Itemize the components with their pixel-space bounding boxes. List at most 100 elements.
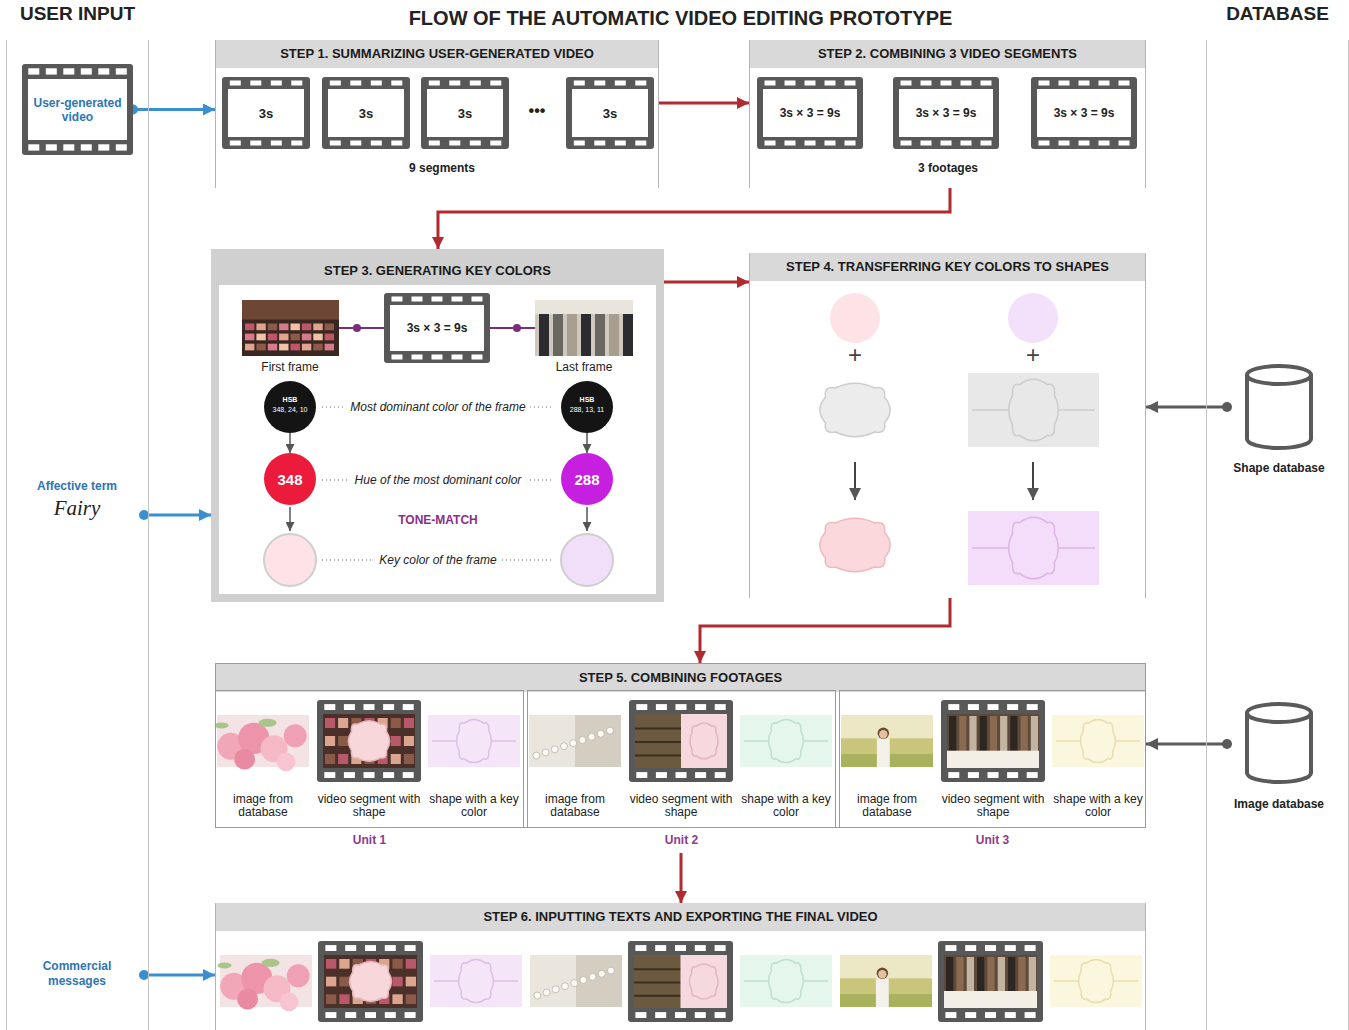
color-model: HSB xyxy=(264,396,316,404)
film-frame xyxy=(1039,141,1050,146)
film-frame xyxy=(449,81,460,86)
film-frame xyxy=(948,772,959,778)
video-segment xyxy=(392,959,402,969)
photo xyxy=(215,715,309,771)
photo xyxy=(533,752,540,759)
item-caption: image from database xyxy=(217,793,309,819)
photo xyxy=(595,314,605,356)
input-label: User-generated video xyxy=(26,96,129,124)
film-frame xyxy=(1031,77,1137,149)
photo xyxy=(279,334,288,341)
film-frame xyxy=(715,772,726,778)
video-segment xyxy=(938,941,1043,1022)
unit-label: Unit 1 xyxy=(216,833,523,847)
down-arrow xyxy=(290,507,587,531)
photo xyxy=(567,314,577,356)
photo xyxy=(553,314,563,356)
photo xyxy=(589,973,596,980)
frame-link xyxy=(513,324,521,332)
input-label: Affective term xyxy=(10,479,144,493)
film-frame xyxy=(1005,945,1016,951)
database-column: DATABASEShape databaseImage database xyxy=(1206,40,1349,1030)
frame-shape xyxy=(350,962,392,1002)
photo xyxy=(539,314,549,356)
item-caption: shape with a key color xyxy=(428,793,520,819)
film-frame xyxy=(28,68,39,74)
video-segment xyxy=(629,700,733,782)
item-caption: image from database xyxy=(841,793,933,819)
film-frame xyxy=(291,81,302,86)
video-segment xyxy=(1021,716,1028,752)
frame-shape xyxy=(690,723,718,759)
film-frame xyxy=(470,81,481,86)
video-segment xyxy=(338,736,348,746)
step-heading: STEP 3. GENERATING KEY COLORS xyxy=(219,257,656,285)
film-frame xyxy=(230,81,241,86)
shape-tile xyxy=(1052,715,1144,767)
film-frame xyxy=(988,704,999,710)
down-arrow xyxy=(855,462,1033,500)
flow-arrow xyxy=(1146,743,1227,746)
step-panel: STEP 6. INPUTTING TEXTS AND EXPORTING TH… xyxy=(215,903,1146,1030)
flow-arrow xyxy=(700,598,950,663)
duration-label: 3s xyxy=(226,106,306,121)
photo xyxy=(877,738,890,767)
photo xyxy=(242,300,339,320)
film-frame xyxy=(81,68,92,74)
film-frame xyxy=(947,714,1039,768)
video-segment: 3s xyxy=(566,77,654,149)
duration-label: 3s × 3 = 9s xyxy=(388,321,486,335)
video-segment xyxy=(392,977,402,987)
video-segment xyxy=(635,714,727,768)
key-color-circle xyxy=(264,534,613,586)
photo xyxy=(879,730,887,738)
film-frame xyxy=(785,81,796,86)
key-color-circle xyxy=(264,534,316,586)
flow-arrow xyxy=(586,433,588,453)
film-frame xyxy=(1007,704,1018,710)
film-frame xyxy=(938,941,1043,1022)
photo xyxy=(535,300,633,356)
film-frame xyxy=(628,941,733,1022)
video-segment xyxy=(325,736,335,746)
film-frame xyxy=(981,81,992,86)
shape-tile xyxy=(968,373,1099,447)
arrow-start-dot xyxy=(1222,739,1232,749)
film-frame xyxy=(968,772,979,778)
film-frame xyxy=(1059,141,1070,146)
item-caption: video segment with shape xyxy=(941,793,1045,819)
film-frame xyxy=(412,355,423,360)
film-frame xyxy=(629,700,733,782)
photo xyxy=(220,955,312,1007)
circle-shape xyxy=(264,381,316,433)
photo xyxy=(268,344,277,351)
video-footage: 3s × 3 = 9s xyxy=(384,293,490,363)
film-frame xyxy=(344,772,355,778)
film-frame xyxy=(371,141,382,146)
shape-tile xyxy=(740,715,832,767)
film-frame xyxy=(629,700,733,782)
affective-term: Fairy xyxy=(10,496,144,520)
film-frame xyxy=(322,77,410,149)
photo xyxy=(841,715,933,767)
video-segment xyxy=(944,991,1037,1008)
video-segment xyxy=(634,955,727,1008)
film-frame xyxy=(938,941,1043,1022)
video-segment xyxy=(406,994,416,1004)
video-segment: 3s xyxy=(322,77,410,149)
photo xyxy=(530,955,576,1007)
photo xyxy=(570,740,577,747)
film-frame xyxy=(634,955,727,1008)
video-segment: 3s xyxy=(222,77,310,149)
film-frame xyxy=(1027,772,1038,778)
film-frame xyxy=(470,141,481,146)
database-label: Shape database xyxy=(1221,461,1337,475)
film-frame xyxy=(757,77,863,149)
film-frame xyxy=(921,141,932,146)
film-frame xyxy=(574,141,585,146)
frame-shape xyxy=(820,518,890,571)
video-segment xyxy=(987,957,994,992)
photo xyxy=(530,955,622,1007)
film-frame xyxy=(391,81,402,86)
